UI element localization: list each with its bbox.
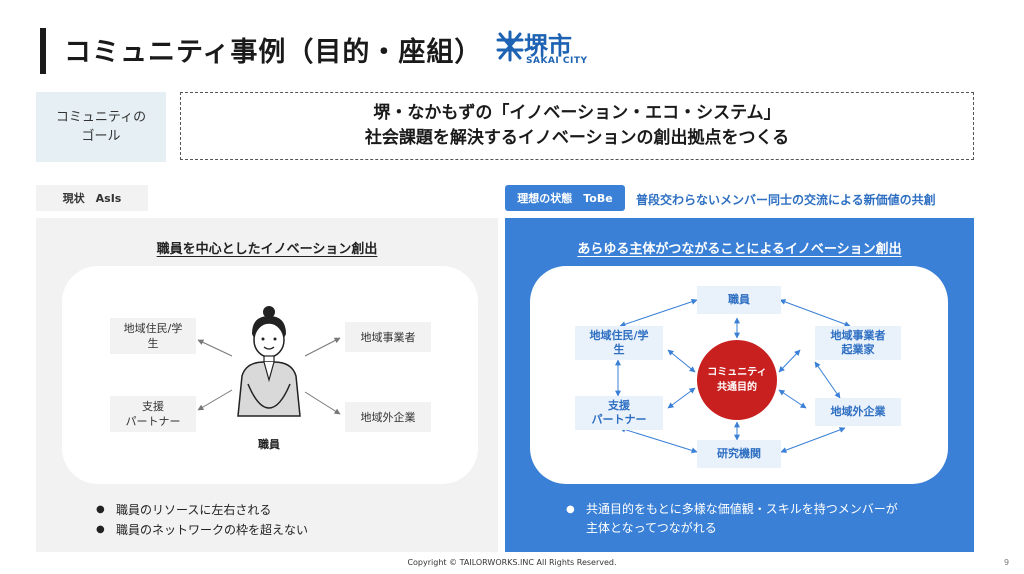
- goal-text-line1: 堺・なかもずの「イノベーション・エコ・システム」: [373, 103, 781, 123]
- community-purpose-circle: コミュニティ 共通目的: [697, 340, 777, 420]
- shared-purpose-label: 共通目的: [717, 382, 757, 393]
- copyright: Copyright © TAILORWORKS.INC All Rights R…: [407, 558, 617, 567]
- title-accent-bar: [40, 28, 46, 74]
- tobe-bullets: ● 共通目的をもとに多様な価値観・スキルを持つメンバーが 主体となってつながれる: [566, 500, 946, 538]
- chip-line: 支援: [608, 399, 630, 412]
- tobe-node-staff: 職員: [697, 286, 781, 314]
- tobe-ring-top-upperleft: [619, 298, 698, 328]
- asis-heading: 職員を中心としたイノベーション創出: [156, 242, 378, 257]
- asis-arrow-bottom-right: [304, 391, 341, 415]
- city-logo: 堺市 SAKAI CITY: [496, 26, 596, 70]
- tobe-ring-upperright-lowerright: [814, 361, 841, 399]
- tobe-ring-top-upperright: [779, 299, 851, 327]
- bullet-text: 主体となってつながれる: [586, 521, 717, 535]
- asis-chip-local-business: 地域事業者: [345, 322, 431, 352]
- staff-person-icon: [237, 306, 301, 417]
- list-item: ●職員のネットワークの枠を超えない: [96, 520, 308, 540]
- tobe-spoke-upperright: [778, 349, 801, 373]
- tobe-ring-lowerleft-bottom: [619, 426, 698, 454]
- sakai-city-emblem-icon: [496, 30, 524, 62]
- goal-label: コミュニティの ゴール: [36, 92, 166, 162]
- chip-line: 生: [613, 343, 625, 356]
- chip-line: 生: [147, 337, 159, 350]
- chip-line: 支援: [142, 400, 164, 413]
- tobe-tab: 理想の状態 ToBe: [505, 185, 625, 211]
- tobe-node-residents: 地域住民/学 生: [575, 326, 663, 360]
- tobe-spoke-lowerleft: [667, 387, 696, 409]
- chip-line: パートナー: [125, 415, 181, 428]
- asis-chip-residents: 地域住民/学 生: [110, 318, 196, 354]
- page-number: 9: [1004, 558, 1010, 567]
- page-title: コミュニティ事例（目的・座組）: [64, 37, 483, 68]
- asis-chip-external-company: 地域外企業: [345, 402, 431, 432]
- tobe-node-external-company: 地域外企業: [815, 398, 901, 426]
- staff-label: 職員: [258, 438, 280, 451]
- goal-text-line2: 社会課題を解決するイノベーションの創出拠点をつくる: [364, 128, 790, 148]
- bullet-text: 共通目的をもとに多様な価値観・スキルを持つメンバーが: [586, 502, 898, 516]
- list-item: ● 共通目的をもとに多様な価値観・スキルを持つメンバーが 主体となってつながれる: [566, 502, 898, 535]
- tobe-spoke-lowerright: [778, 389, 807, 409]
- tobe-heading: あらゆる主体がつながることによるイノベーション創出: [577, 242, 902, 257]
- asis-chip-support-partner: 支援 パートナー: [110, 396, 196, 432]
- tobe-node-research: 研究機関: [697, 440, 781, 468]
- asis-arrow-bottom-left: [197, 389, 233, 411]
- goal-label-line2: ゴール: [81, 129, 121, 144]
- tobe-ring-lowerright-bottom: [780, 427, 846, 453]
- logo-wordmark: 堺市: [524, 32, 572, 60]
- tobe-spoke-upperleft: [667, 349, 696, 373]
- goal-label-line1: コミュニティの: [55, 110, 147, 125]
- chip-line: 起業家: [841, 343, 875, 356]
- chip-line: 地域事業者: [830, 329, 886, 342]
- tobe-description: 普段交わらないメンバー同士の交流による新価値の共創: [636, 193, 936, 207]
- asis-arrow-top-right: [304, 337, 341, 357]
- chip-line: 地域住民/学: [589, 329, 649, 342]
- community-label: コミュニティ: [707, 367, 767, 378]
- chip-line: パートナー: [591, 413, 647, 426]
- asis-bullets: ●職員のリソースに左右される ●職員のネットワークの枠を超えない: [96, 500, 308, 540]
- goal-statement: 堺・なかもずの「イノベーション・エコ・システム」 社会課題を解決するイノベーショ…: [180, 92, 974, 160]
- bullet-text: 職員のネットワークの枠を超えない: [116, 523, 309, 537]
- list-item: ●職員のリソースに左右される: [96, 500, 308, 520]
- logo-subtext: SAKAI CITY: [526, 56, 588, 66]
- asis-arrow-top-left: [197, 339, 233, 357]
- chip-line: 地域住民/学: [123, 322, 183, 335]
- asis-tab: 現状 AsIs: [36, 185, 148, 211]
- bullet-text: 職員のリソースに左右される: [116, 503, 272, 517]
- tobe-node-support-partner: 支援 パートナー: [575, 396, 663, 430]
- tobe-node-local-business: 地域事業者 起業家: [815, 326, 901, 360]
